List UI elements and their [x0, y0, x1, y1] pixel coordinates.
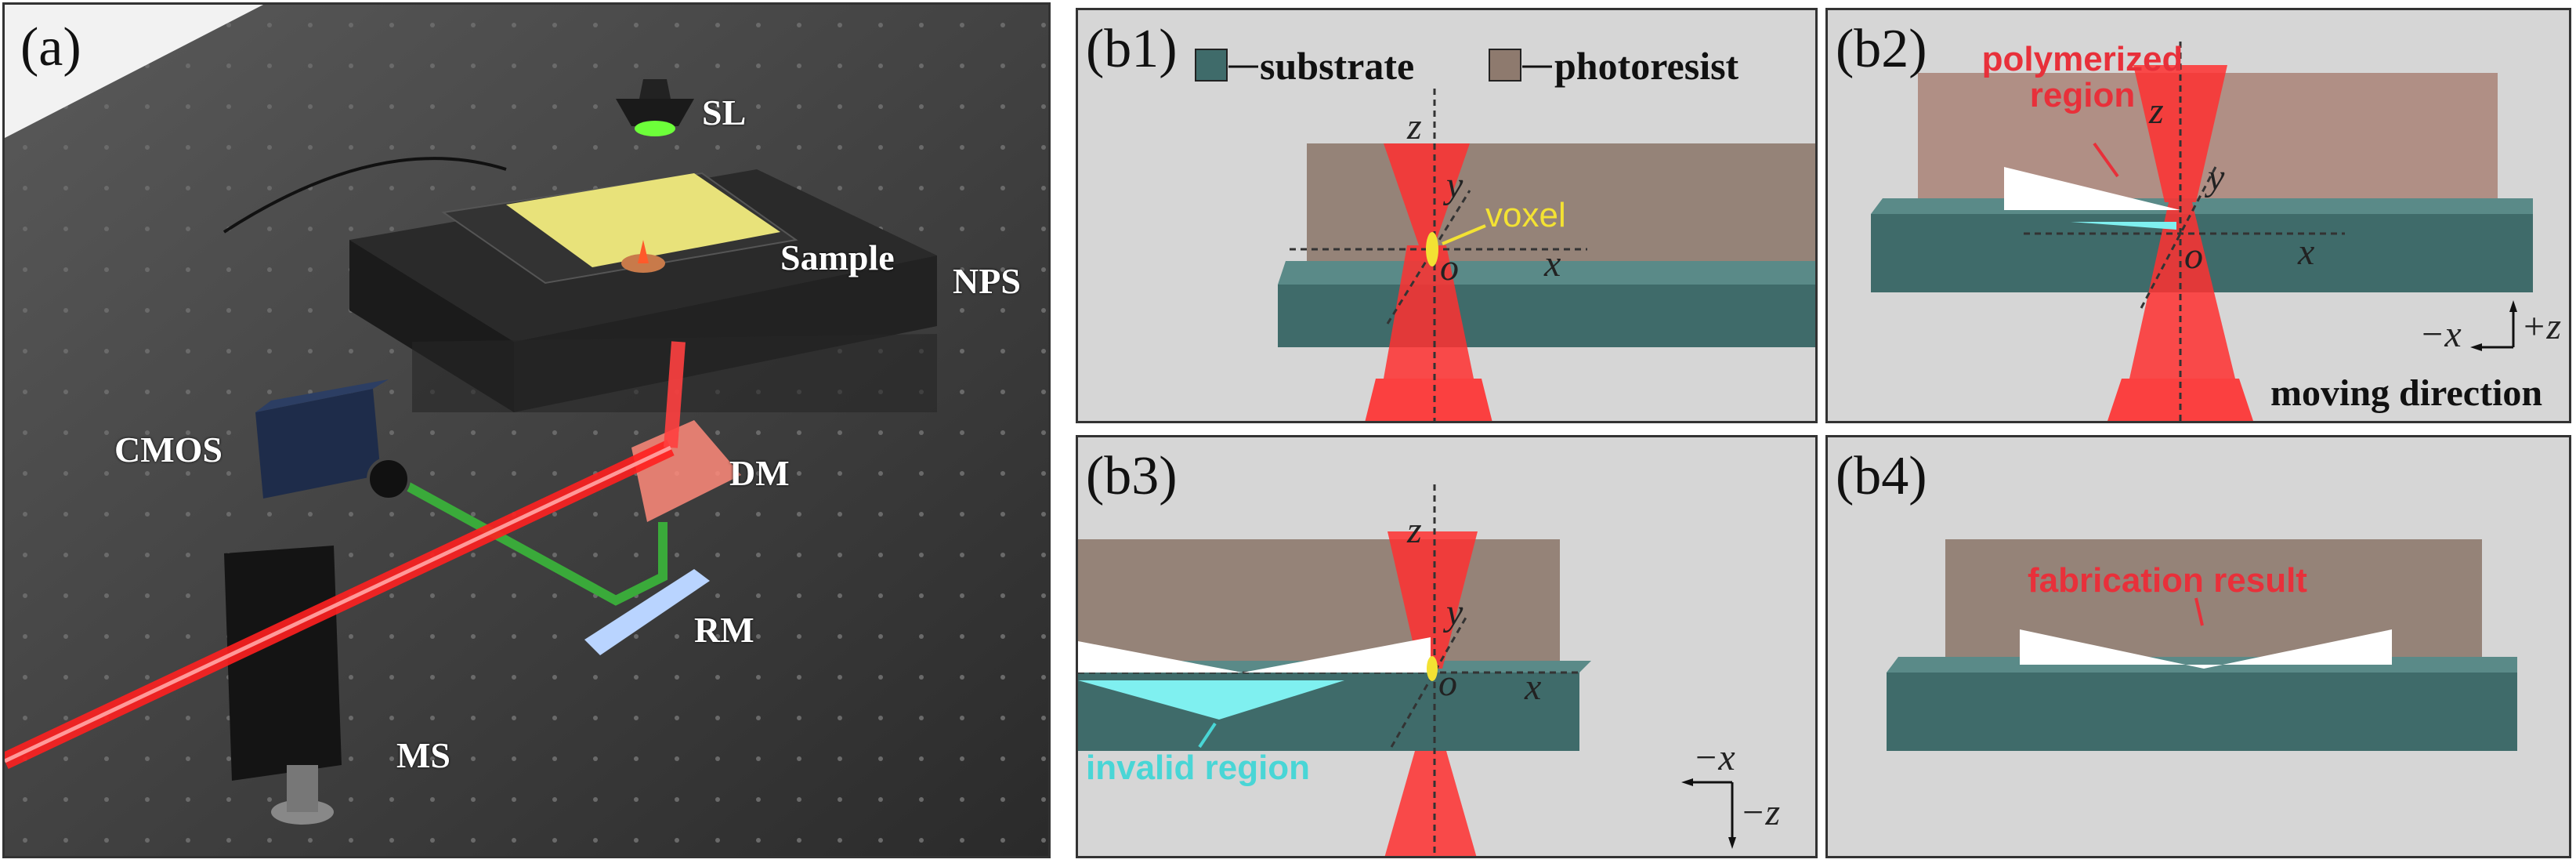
- panel-a-tag: (a): [20, 17, 81, 78]
- label-sl: SL: [702, 92, 747, 132]
- moving-direction-label: moving direction: [2270, 372, 2543, 414]
- panel-b3: (b3) invalid region z y x o −x −z: [1076, 435, 1818, 858]
- sample-plate: [506, 173, 780, 267]
- panel-b1-tag: (b1): [1086, 19, 1178, 79]
- legend-photoresist: photoresist: [1554, 44, 1739, 88]
- label-nps: NPS: [953, 261, 1021, 301]
- panel-a: (a) SL Sample NPS CMOS DM RM MS: [2, 2, 1051, 858]
- b1-axis-y: y: [1446, 165, 1463, 206]
- label-rm: RM: [694, 610, 754, 650]
- b2-axis-z: z: [2149, 90, 2164, 132]
- cmos-camera: [255, 389, 381, 499]
- label-dm: DM: [729, 453, 790, 493]
- panel-b3-tag: (b3): [1086, 446, 1178, 506]
- b3-invalid-wedge: [1078, 680, 1344, 720]
- b3-axis-y: y: [1446, 592, 1463, 633]
- voxel-spot: [1426, 232, 1438, 267]
- b3-laser-top: [1387, 531, 1478, 669]
- legend-substrate-swatch: [1195, 49, 1228, 82]
- panel-b1: (b1) substrate photoresist voxel z y x o: [1076, 8, 1818, 423]
- panel-b4-tag: (b4): [1836, 446, 1927, 506]
- setup-illustration: [5, 5, 1048, 856]
- legend-substrate: substrate: [1260, 44, 1415, 88]
- b4-illustration: [1887, 539, 2517, 751]
- b1-laser-top: [1384, 143, 1470, 245]
- b2-illustration: [1871, 42, 2533, 421]
- label-ms: MS: [396, 735, 450, 775]
- sl-lamp: [616, 99, 694, 126]
- legend-photoresist-swatch: [1489, 49, 1521, 82]
- polymerized-wedge: [2004, 167, 2180, 210]
- ms-mount: [224, 546, 342, 781]
- b3-photoresist: [1078, 539, 1560, 661]
- b2-dir-x: −x: [2419, 314, 2462, 355]
- polymerized-label: polymerized region: [1981, 40, 2183, 115]
- fabricated-structure: [2020, 629, 2392, 669]
- table-holes: [5, 5, 1048, 856]
- b2-axis-y: y: [2208, 157, 2225, 198]
- panel-b2: (b2) polymerized region z y x o −x +z mo…: [1825, 8, 2571, 423]
- white-corner: [5, 5, 263, 138]
- b3-dir-z: −z: [1740, 792, 1781, 833]
- b3-axis-o: o: [1438, 662, 1457, 704]
- b4-substrate: [1887, 673, 2517, 751]
- b3-illustration: [1078, 484, 1736, 856]
- b2-laser-bottom: [2107, 379, 2253, 421]
- b1-axis-z: z: [1407, 106, 1422, 147]
- b3-axis-x: x: [1525, 666, 1542, 708]
- invalid-region-label: invalid region: [1086, 749, 1311, 787]
- sl-glow: [635, 121, 675, 136]
- b1-illustration: [1195, 49, 1815, 421]
- panel-b4: (b4) fabrication result: [1825, 435, 2571, 858]
- b2-dir-z: +z: [2521, 306, 2562, 347]
- b2-axis-x: x: [2298, 231, 2315, 273]
- label-cmos: CMOS: [114, 430, 223, 470]
- b3-polymerized-wedge: [1078, 637, 1431, 673]
- cable: [223, 157, 507, 234]
- b3-laser-bottom: [1384, 751, 1477, 856]
- panel-b2-tag: (b2): [1836, 19, 1927, 79]
- b1-laser-bottom: [1365, 379, 1492, 421]
- b1-axis-o: o: [1440, 247, 1459, 288]
- b2-axis-o: o: [2184, 235, 2203, 277]
- b4-photoresist: [1945, 539, 2482, 657]
- reflect-mirror: [584, 569, 710, 655]
- fabrication-result-label: fabrication result: [2028, 561, 2307, 600]
- label-sample: Sample: [780, 238, 895, 277]
- b1-axis-x: x: [1544, 243, 1561, 285]
- b3-dir-x: −x: [1693, 737, 1735, 778]
- b2-invalid-wedge: [2071, 222, 2176, 230]
- voxel-label: voxel: [1485, 196, 1566, 234]
- b1-substrate: [1278, 285, 1815, 347]
- b3-axis-z: z: [1407, 509, 1422, 551]
